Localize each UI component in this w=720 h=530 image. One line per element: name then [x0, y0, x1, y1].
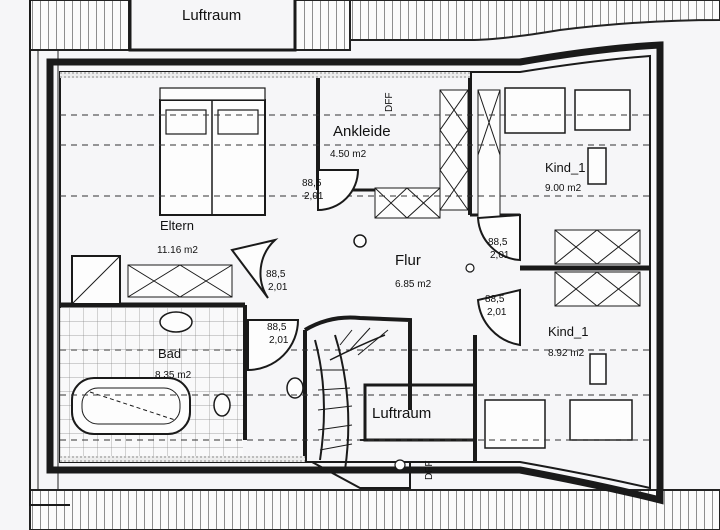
door-labels: 88,5 2,01 88,5 2,01 88,5 2,01 88,5 2,01 …: [266, 178, 510, 346]
dff-labels: DFF DFF: [384, 93, 435, 480]
room-labels: Luftraum Ankleide 4.50 m2 Eltern 11.16 m…: [155, 7, 588, 422]
door-height-ankleide: 2,01: [304, 191, 324, 202]
room-area-bad: 8.35 m2: [155, 370, 192, 381]
door-height-kind-bottom: 2,01: [487, 307, 507, 318]
outer-walls: [29, 0, 664, 506]
room-name-eltern: Eltern: [160, 218, 194, 233]
staircase: [311, 234, 475, 489]
door-width-eltern: 88,5: [266, 269, 286, 280]
bathroom: [60, 255, 304, 456]
room-name-kind-top: Kind_1: [545, 160, 585, 175]
room-area-ankleide: 4.50 m2: [330, 149, 367, 160]
room-area-kind-top: 9.00 m2: [545, 183, 582, 194]
room-area-flur: 6.85 m2: [395, 279, 432, 290]
door-height-eltern: 2,01: [268, 282, 288, 293]
wall-strips: [60, 72, 470, 462]
wardrobes: [127, 89, 641, 307]
dff-label-top: DFF: [384, 93, 395, 112]
door-width-kind-top: 88,5: [488, 237, 508, 248]
roof-eaves: [29, 0, 720, 530]
room-name-luftraum-bottom: Luftraum: [372, 405, 431, 422]
dff-label-bottom: DFF: [424, 461, 435, 480]
door-swings: [230, 169, 521, 372]
room-area-kind-bottom: 8.92 m2: [548, 348, 585, 359]
room-name-luftraum-top: Luftraum: [182, 7, 241, 24]
door-width-kind-bottom: 88,5: [485, 294, 505, 305]
door-width-ankleide: 88,5: [302, 178, 322, 189]
room-name-kind-bottom: Kind_1: [548, 324, 588, 339]
room-area-eltern: 11.16 m2: [157, 245, 198, 256]
room-name-flur: Flur: [395, 252, 421, 269]
door-height-kind-top: 2,01: [490, 250, 510, 261]
room-name-bad: Bad: [158, 346, 181, 361]
room-name-ankleide: Ankleide: [333, 123, 391, 140]
door-height-bad: 2,01: [269, 335, 289, 346]
door-width-bad: 88,5: [267, 322, 287, 333]
